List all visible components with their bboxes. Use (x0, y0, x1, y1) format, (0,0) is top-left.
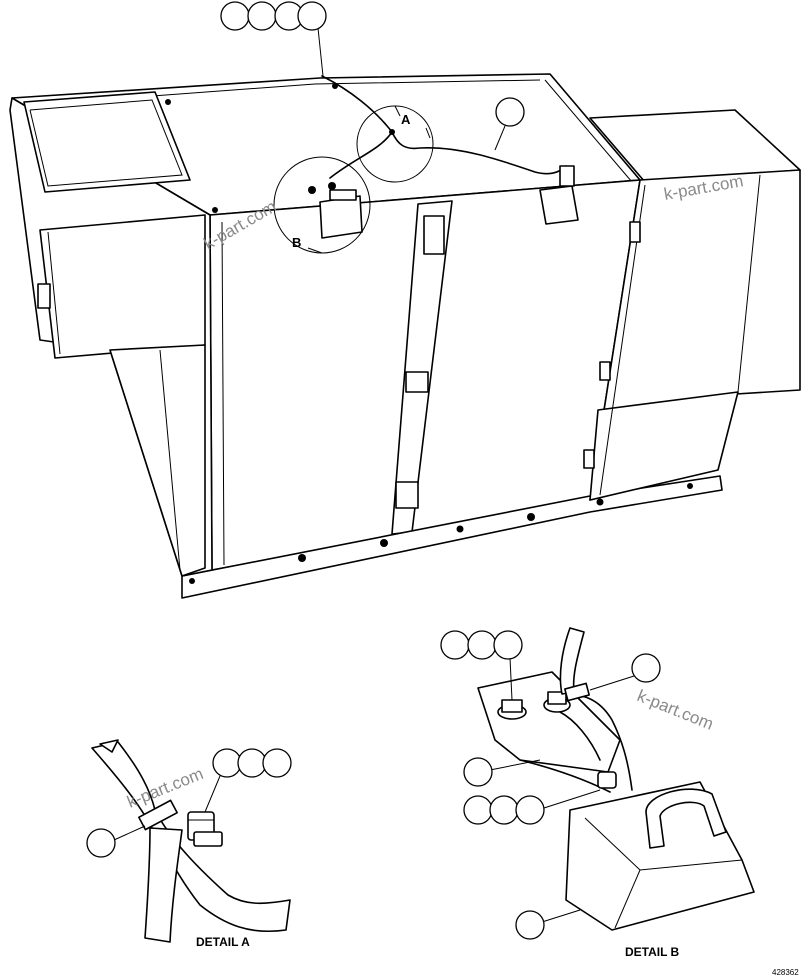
wire-harness (321, 75, 567, 175)
detail-b-handle (645, 788, 727, 849)
view-label-a: A (401, 112, 411, 127)
detail-a-clamp (138, 799, 178, 831)
callout-cluster-detail-a (86, 748, 292, 858)
left-dark-panel (109, 344, 206, 577)
detail-a-title: DETAIL A (196, 935, 250, 949)
watermark: k-part.com (635, 686, 717, 734)
detail-b-bolt-right (543, 691, 571, 713)
callout-harness (494, 97, 525, 151)
right-module-lower-panel (589, 391, 739, 501)
callout-cluster-top (220, 1, 327, 77)
detail-b-view (477, 627, 755, 931)
view-label-b: B (292, 235, 301, 250)
callout-cluster-detail-b (440, 630, 661, 940)
detail-b-title: DETAIL B (625, 945, 680, 959)
connector-plug-left (308, 182, 363, 239)
figure-number: 428362 (772, 968, 799, 977)
left-upper-cover (23, 91, 191, 193)
left-lower-cover (39, 214, 206, 359)
connector-plug-right (539, 165, 579, 225)
detail-a-bolt (187, 811, 223, 847)
detail-b-bolt-left (497, 699, 527, 720)
main-housing-assembly (9, 73, 801, 599)
detail-b-connector-housing (565, 781, 755, 931)
detail-a-view (91, 739, 291, 943)
